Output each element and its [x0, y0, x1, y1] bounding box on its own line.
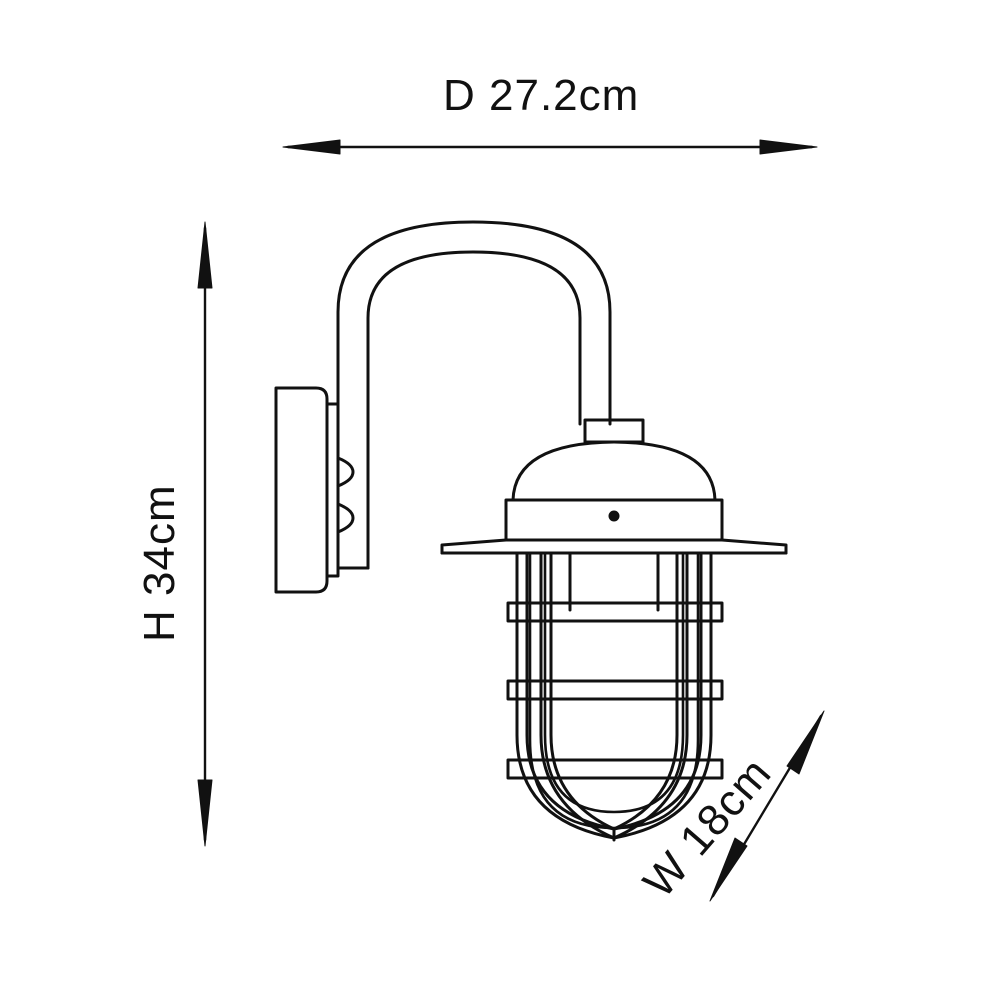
cage-ring-middle [506, 679, 724, 701]
cage-ring-top [506, 601, 724, 623]
depth-arrowhead-right [759, 139, 818, 155]
protective-cage [515, 551, 713, 842]
depth-arrowhead-left [282, 139, 341, 155]
shade-band [504, 498, 724, 542]
backplate-screw-lower [336, 502, 355, 534]
band-screw [608, 510, 620, 522]
cage-rings [506, 601, 724, 780]
curved-swan-neck-arm [336, 220, 612, 570]
flared-shade-brim [440, 538, 788, 555]
wall-mount-backplate [274, 386, 355, 594]
width-dimension-arrow [709, 710, 825, 902]
neck-collar [583, 418, 645, 444]
height-dimension-label: H 34cm [135, 484, 184, 642]
height-dimension-arrow [197, 221, 213, 847]
depth-dimension-arrow [282, 139, 818, 155]
width-arrowhead-top [786, 710, 825, 775]
glass-tube-diffuser [528, 551, 700, 830]
backplate-screw-upper [336, 456, 355, 488]
height-arrowhead-top [197, 221, 213, 289]
cage-ring-bottom [506, 758, 724, 780]
depth-dimension-label: D 27.2cm [443, 71, 640, 120]
dome-shade-top [511, 440, 717, 502]
width-arrowhead-bottom [709, 837, 748, 902]
height-arrowhead-bottom [197, 779, 213, 847]
